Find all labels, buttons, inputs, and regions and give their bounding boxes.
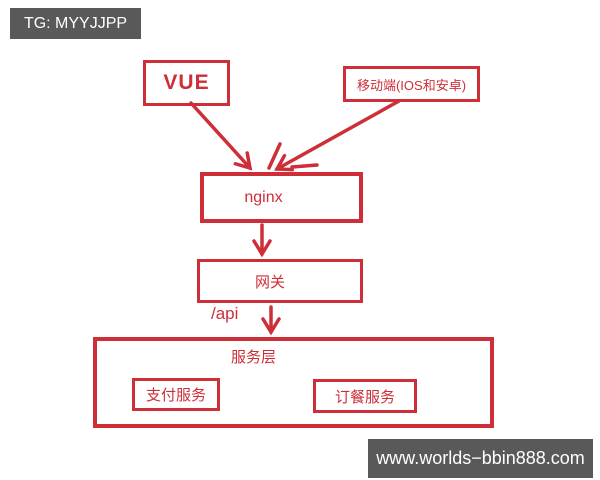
website-watermark-banner: www.worlds−bbin888.com: [368, 439, 593, 478]
service-layer-label: 服务层: [231, 349, 277, 366]
mobile-client-node-label: 移动端(IOS和安卓): [356, 77, 467, 93]
api-edge-label: /api: [211, 304, 239, 323]
gateway-node-label: 网关: [254, 273, 285, 291]
arrow-mobile-to-nginx: [274, 99, 401, 172]
arrowhead-stray-dash: [290, 163, 319, 169]
mobile-client-node: 移动端(IOS和安卓): [343, 66, 480, 102]
vue-node: VUE: [143, 60, 230, 106]
nginx-node: nginx: [200, 172, 363, 223]
telegram-watermark-text: TG: MYYJJPP: [23, 14, 128, 32]
service-layer-container: [93, 337, 494, 428]
payment-service-node: 支付服务: [132, 378, 220, 411]
vue-node-label: VUE: [163, 71, 210, 94]
arrow-vue-to-nginx: [189, 101, 253, 171]
order-service-node-label: 订餐服务: [334, 388, 395, 406]
website-watermark-text: www.worlds−bbin888.com: [376, 448, 585, 468]
arrowhead-stray-stroke: [267, 142, 282, 170]
order-service-node: 订餐服务: [313, 379, 417, 413]
telegram-watermark-banner: TG: MYYJJPP: [10, 8, 141, 39]
gateway-node: 网关: [197, 259, 363, 303]
payment-service-node-label: 支付服务: [145, 387, 206, 404]
nginx-node-label: nginx: [244, 188, 283, 206]
